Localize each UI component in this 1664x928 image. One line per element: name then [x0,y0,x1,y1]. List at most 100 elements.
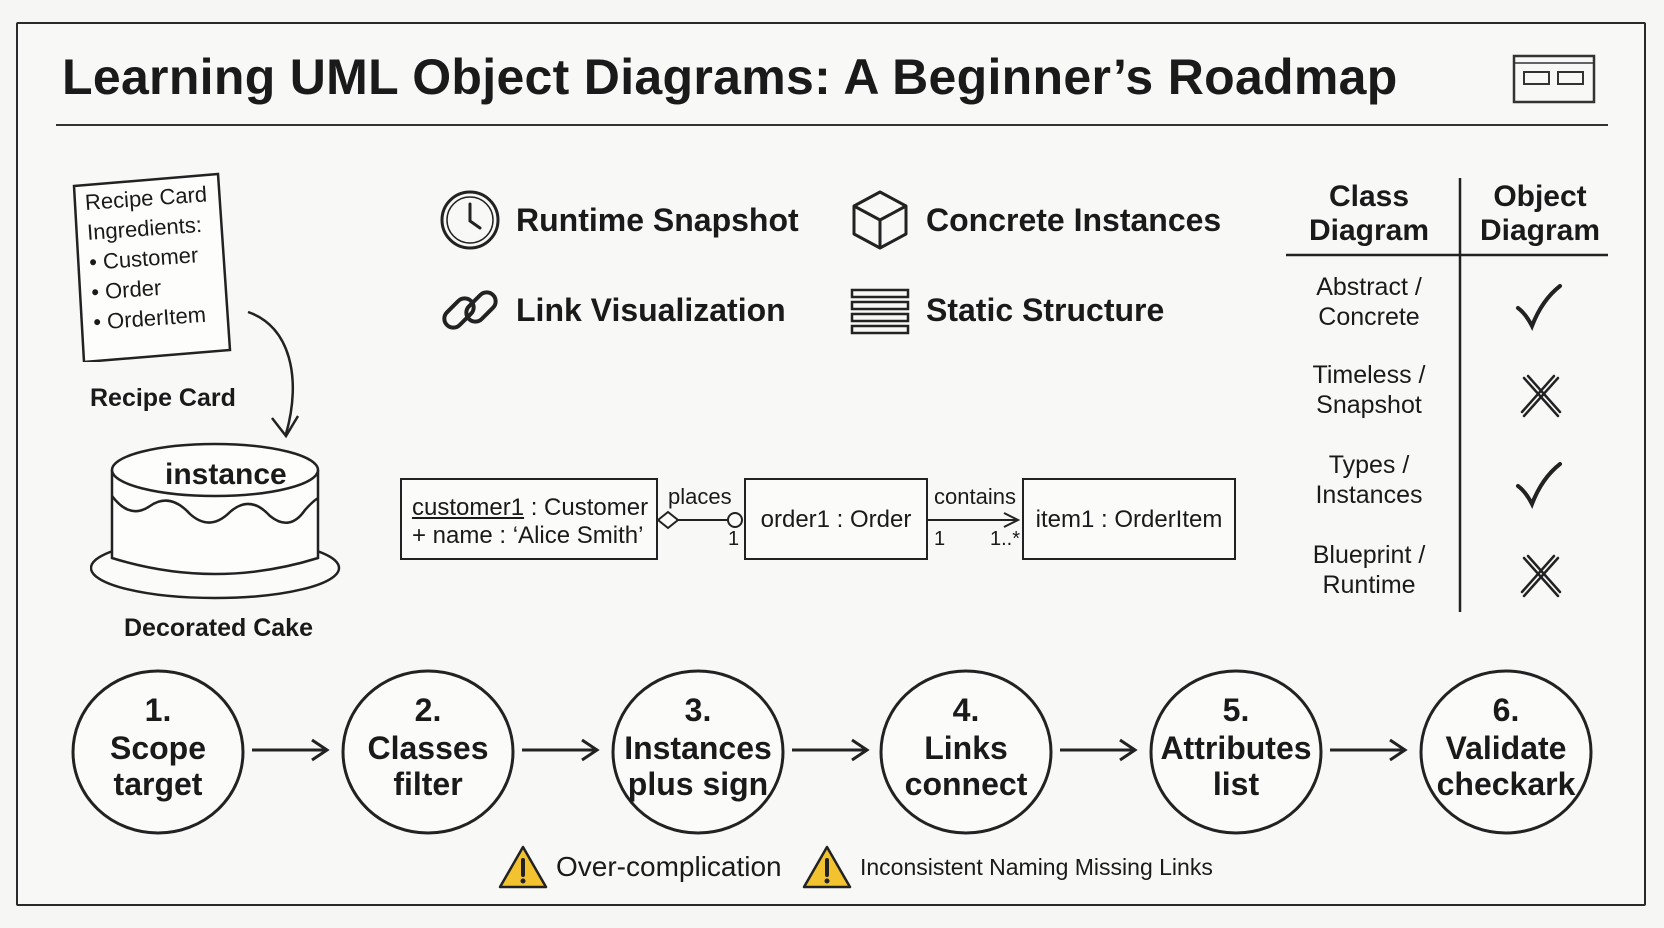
customer-object-name: customer1 [412,494,525,521]
step-line: Classes [367,730,489,766]
feature-concrete-instances: Concrete Instances [848,188,1221,252]
order-object-label: order1 : Order [760,506,912,533]
step-line: plus sign [627,766,769,802]
arrow-right-icon [1330,738,1408,762]
arrow-right-icon [522,738,600,762]
row-line: Types / [1328,451,1410,479]
stacked-lines-icon [850,288,910,335]
feature-label: Link Visualization [516,291,786,328]
step-number: 6. [1492,692,1520,728]
row-line: Snapshot [1316,391,1422,419]
warning-label: Inconsistent Naming Missing Links [860,853,1213,880]
curved-arrow-icon [247,310,300,439]
comparison-grid-lines [1286,178,1608,612]
step-number: 4. [952,692,980,728]
customer-object-type: : Customer [524,494,649,521]
link-multiplicity: 1 [934,528,946,550]
link-multiplicity: 1 [728,528,740,550]
warning-triangle-icon [498,845,548,889]
step-line: connect [904,766,1028,802]
feature-static-structure: Static Structure [848,278,1164,342]
row-line: Runtime [1322,571,1416,599]
link-label-contains: contains [934,484,1016,509]
feature-label: Runtime Snapshot [516,201,799,238]
item-object-box: item1 : OrderItem [1022,478,1236,560]
step-number: 1. [144,692,172,728]
cross-mark-icon [1520,554,1562,598]
step-circle [1419,669,1593,835]
step-number: 5. [1222,692,1250,728]
comparison-row-label: Blueprint / Runtime [1284,540,1454,600]
cake-caption: Decorated Cake [124,614,313,642]
arrow-right-icon [1060,738,1138,762]
step-number: 3. [684,692,712,728]
customer-object-header: customer1 : Customer [412,494,648,522]
step-line: list [1212,766,1260,802]
recipe-card-text: Recipe Card Ingredients: • Customer • Or… [84,178,234,337]
row-line: Abstract / [1316,273,1422,301]
title-divider [56,124,1608,126]
step-line: Attributes [1160,730,1312,766]
feature-link-visualization: Link Visualization [438,278,786,342]
clock-icon [440,190,500,250]
step-circle [1149,669,1323,835]
comparison-row-label: Types / Instances [1284,450,1454,510]
row-line: Timeless / [1312,361,1426,389]
step-circle [341,669,515,835]
item-object-label: item1 : OrderItem [1035,506,1223,533]
cube-icon [852,190,908,250]
step-line: checkark [1436,766,1576,802]
cake-instance-label: instance [165,458,287,491]
step-circle [611,669,785,835]
chain-link-icon [442,290,498,330]
customer-object-box: customer1 : Customer + name : ‘Alice Smi… [400,478,658,560]
check-mark-icon [1516,284,1562,331]
comparison-table: Class Diagram Object Diagram Abstract / … [1284,176,1614,616]
step-line: filter [393,766,463,802]
step-circle [879,669,1053,835]
link-multiplicity: 1..* [990,528,1021,550]
header-line: Object Diagram [1479,180,1601,247]
step-line: Scope [109,730,207,766]
step-line: Links [924,730,1008,766]
step-circle [71,669,245,835]
feature-runtime-snapshot: Runtime Snapshot [438,188,799,252]
check-mark-icon [1516,462,1562,509]
window-panel-icon [1512,54,1596,104]
link-label-places: places [668,484,732,509]
feature-label: Concrete Instances [926,201,1222,238]
comparison-row-label: Timeless / Snapshot [1284,360,1454,420]
step-line: Instances [624,730,772,766]
row-line: Instances [1315,481,1423,509]
step-number: 2. [414,692,442,728]
customer-attribute: + name : ‘Alice Smith’ [412,522,644,549]
recipe-card-illustration [72,172,232,362]
decorated-cake-illustration [90,442,341,600]
step-line: target [113,766,203,802]
warning-triangle-icon [802,845,852,889]
comparison-header-object: Object Diagram [1460,180,1620,248]
feature-label: Static Structure [926,291,1165,328]
cross-mark-icon [1520,374,1562,418]
comparison-row-label: Abstract / Concrete [1284,272,1454,332]
object-diagram-links [656,510,1021,530]
order-object-box: order1 : Order [744,478,928,560]
warning-label: Over-complication [556,851,782,882]
warning-over-complication: Over-complication [498,844,782,890]
arrow-right-icon [792,738,870,762]
step-line: Validate [1445,730,1567,766]
row-line: Blueprint / [1312,541,1426,569]
header-line: Class Diagram [1308,180,1430,247]
